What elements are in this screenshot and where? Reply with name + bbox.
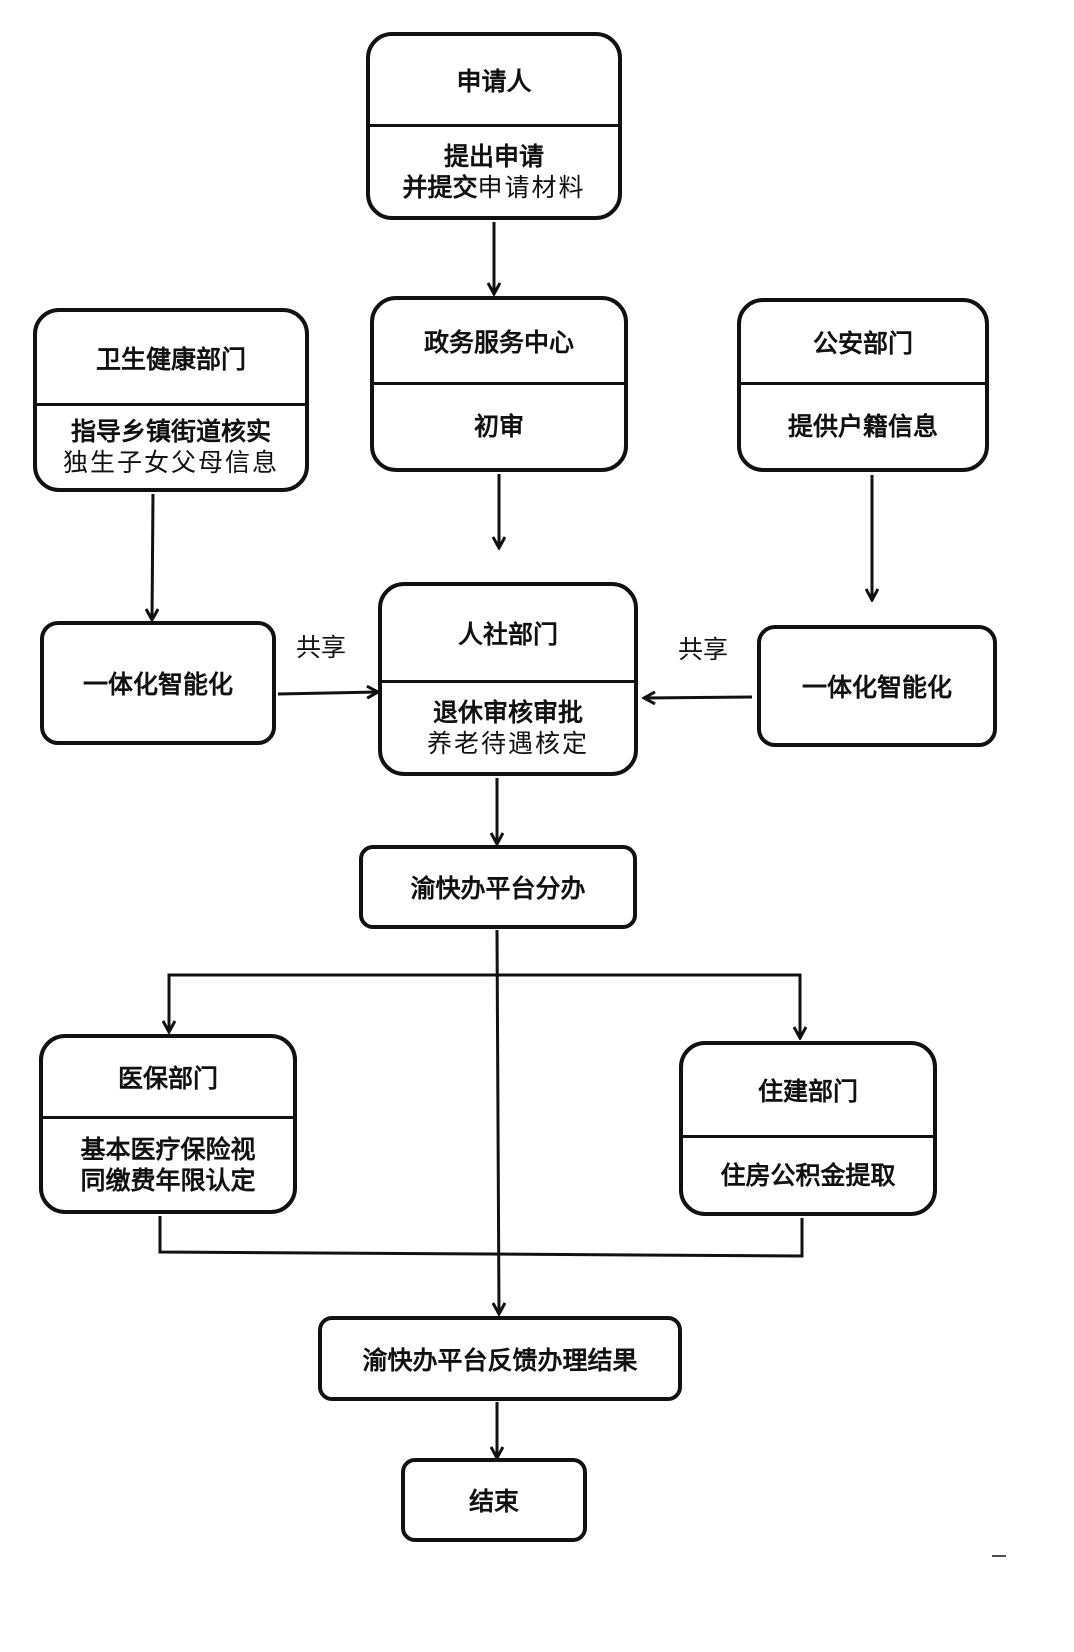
node-police: 公安部门 提供户籍信息 [737, 298, 989, 472]
node-applicant-line2: 并提交申请材料 [402, 172, 585, 203]
node-housing: 住建部门 住房公积金提取 [679, 1041, 937, 1216]
node-housing-title: 住建部门 [683, 1045, 933, 1138]
edge-label-share-right: 共享 [678, 635, 729, 664]
node-end: 结束 [401, 1458, 587, 1542]
node-housing-body: 住房公积金提取 [720, 1160, 896, 1190]
node-yukuaiban-dispatch: 渝快办平台分办 [359, 845, 637, 929]
node-hr-body: 退休审核审批 养老待遇核定 [382, 683, 634, 772]
node-service-center-title: 政务服务中心 [374, 300, 624, 385]
arrow-health-to-smart-left [152, 493, 153, 620]
node-applicant-body: 提出申请 并提交申请材料 [370, 127, 618, 216]
node-applicant-line1: 提出申请 [443, 141, 544, 171]
node-service-center-body: 初审 [473, 412, 524, 441]
node-hr-title: 人社部门 [382, 586, 634, 683]
arrow-smart-right-to-hr [644, 697, 753, 698]
node-yukuaiban-feedback: 渝快办平台反馈办理结果 [318, 1316, 682, 1401]
node-hr: 人社部门 退休审核审批 养老待遇核定 [378, 582, 638, 776]
node-medical: 医保部门 基本医疗保险视 同缴费年限认定 [39, 1034, 297, 1214]
arrow-smart-left-to-hr [277, 692, 378, 694]
merge-connector [158, 1216, 804, 1258]
node-medical-line2: 同缴费年限认定 [80, 1165, 256, 1195]
node-health-body: 指导乡镇街道核实 独生子女父母信息 [37, 406, 305, 488]
node-health-line1: 指导乡镇街道核实 [70, 417, 271, 446]
node-health-line2: 独生子女父母信息 [62, 448, 279, 477]
node-medical-line1: 基本医疗保险视 [80, 1134, 256, 1164]
node-service-center: 政务服务中心 初审 [370, 296, 628, 472]
node-applicant: 申请人 提出申请 并提交申请材料 [366, 32, 622, 220]
node-hr-line2: 养老待遇核定 [426, 728, 589, 758]
node-health-title: 卫生健康部门 [37, 312, 305, 406]
node-police-body: 提供户籍信息 [787, 412, 938, 441]
node-smart-right: 一体化智能化 [757, 625, 997, 747]
node-police-title: 公安部门 [741, 302, 985, 385]
node-applicant-line2-normal: 申请材料 [477, 172, 586, 202]
node-medical-title: 医保部门 [43, 1038, 293, 1119]
node-applicant-line2-bold: 并提交 [402, 172, 478, 202]
node-smart-left: 一体化智能化 [40, 621, 276, 745]
split-connector [167, 973, 802, 1038]
node-medical-body: 基本医疗保险视 同缴费年限认定 [43, 1119, 293, 1210]
arrow-dispatch-to-feedback [497, 929, 499, 1314]
node-applicant-title: 申请人 [370, 36, 618, 127]
node-health: 卫生健康部门 指导乡镇街道核实 独生子女父母信息 [33, 308, 309, 492]
node-hr-line1: 退休审核审批 [432, 697, 583, 727]
edge-label-share-left: 共享 [296, 633, 347, 662]
